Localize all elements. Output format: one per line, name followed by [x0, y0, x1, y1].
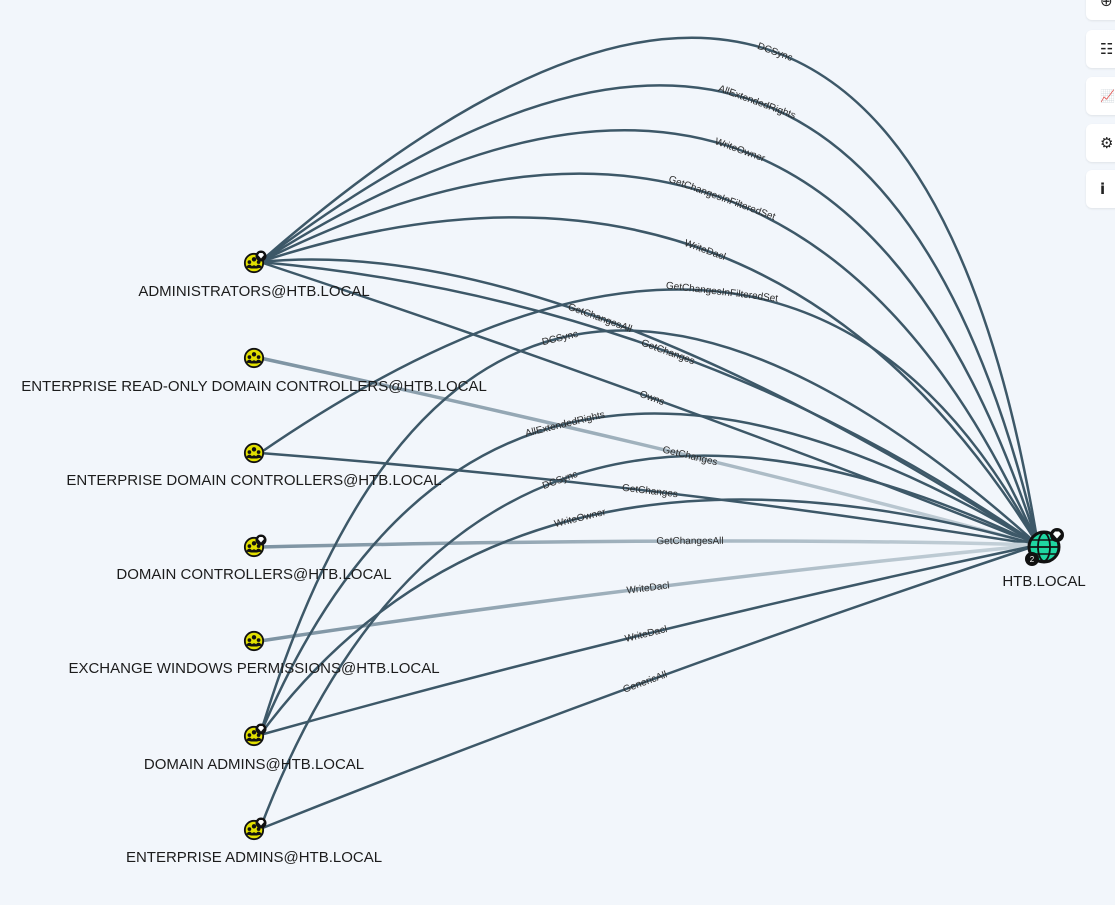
- group-node-exchange-windows-permissions[interactable]: EXCHANGE WINDOWS PERMISSIONS@HTB.LOCAL: [68, 630, 440, 677]
- edge-dcsync[interactable]: [258, 454, 1039, 830]
- node-label: ENTERPRISE READ-ONLY DOMAIN CONTROLLERS@…: [21, 378, 487, 395]
- admin-badge-icon: [255, 250, 267, 262]
- node-label: HTB.LOCAL: [1002, 573, 1085, 590]
- edge-label: DCSync: [756, 41, 794, 64]
- edge-allextendedrights[interactable]: [258, 412, 1039, 736]
- edge-dcsync[interactable]: [258, 329, 1039, 736]
- group-icon: [243, 630, 265, 652]
- edge-label: WriteOwner: [553, 507, 607, 530]
- edge-writedacl[interactable]: [259, 543, 1039, 737]
- edge-label: GetChangesInFilteredSet: [667, 174, 777, 223]
- edge-writeowner[interactable]: [259, 129, 1040, 546]
- domain-node-htb-local[interactable]: 2 HTB.LOCAL: [1002, 528, 1086, 590]
- upload-icon: ⊕: [1100, 0, 1113, 10]
- edge-genericall[interactable]: [259, 543, 1039, 831]
- checklist-icon: ☷: [1100, 40, 1114, 58]
- edge-label: GetChanges: [621, 483, 678, 501]
- group-icon: [243, 442, 265, 464]
- toolbar-button[interactable]: 📈: [1086, 77, 1115, 115]
- group-node-administrators[interactable]: ADMINISTRATORS@HTB.LOCAL: [138, 250, 370, 301]
- edge-getchanges[interactable]: [259, 260, 1039, 547]
- count-badge: 2: [1025, 552, 1039, 566]
- group-node-enterprise-admins[interactable]: ENTERPRISE ADMINS@HTB.LOCAL: [126, 817, 382, 867]
- admin-badge-icon: [255, 723, 267, 735]
- svg-text:2: 2: [1030, 555, 1035, 564]
- edge-label: WriteDacl: [624, 624, 669, 645]
- edge-label: Owns: [638, 389, 666, 408]
- node-label: DOMAIN CONTROLLERS@HTB.LOCAL: [116, 566, 391, 583]
- node-label: DOMAIN ADMINS@HTB.LOCAL: [144, 756, 364, 773]
- group-node-edc[interactable]: ENTERPRISE DOMAIN CONTROLLERS@HTB.LOCAL: [66, 442, 442, 489]
- group-node-domain-admins[interactable]: DOMAIN ADMINS@HTB.LOCAL: [144, 723, 364, 774]
- edge-writedacl[interactable]: [259, 216, 1040, 546]
- node-label: EXCHANGE WINDOWS PERMISSIONS@HTB.LOCAL: [68, 660, 439, 677]
- edge-getchangesall[interactable]: [259, 539, 1039, 549]
- group-node-domain-controllers[interactable]: DOMAIN CONTROLLERS@HTB.LOCAL: [116, 534, 392, 584]
- admin-badge-icon: [255, 817, 267, 829]
- edge-label: GetChangesAll: [656, 536, 723, 547]
- chart-icon: 📈: [1100, 89, 1115, 103]
- edge-label: WriteDacl: [626, 580, 670, 596]
- edge-getchangesinfilteredset[interactable]: [259, 172, 1040, 546]
- edge-writeowner[interactable]: [258, 498, 1039, 736]
- edge-label: AllExtendedRights: [524, 409, 606, 439]
- edge-label: GetChanges: [661, 445, 718, 469]
- edge-label: GetChangesInFilteredSet: [665, 280, 779, 304]
- group-node-erodc[interactable]: ENTERPRISE READ-ONLY DOMAIN CONTROLLERS@…: [21, 347, 487, 395]
- admin-badge-icon: [1050, 528, 1064, 542]
- toolbar-button[interactable]: ⊕: [1086, 0, 1115, 20]
- toolbar-button[interactable]: i: [1086, 170, 1115, 208]
- edges-layer: [258, 36, 1040, 831]
- group-icon: [243, 347, 265, 369]
- node-label: ENTERPRISE ADMINS@HTB.LOCAL: [126, 849, 382, 866]
- node-label: ADMINISTRATORS@HTB.LOCAL: [138, 283, 369, 300]
- node-label: ENTERPRISE DOMAIN CONTROLLERS@HTB.LOCAL: [66, 472, 441, 489]
- edge-label: WriteOwner: [713, 136, 767, 165]
- edge-label: DCSync: [541, 469, 579, 492]
- settings-icon: ⚙: [1100, 134, 1114, 152]
- admin-badge-icon: [255, 534, 267, 546]
- edge-getchangesinfilteredset[interactable]: [259, 288, 1040, 546]
- edge-allextendedrights[interactable]: [259, 84, 1040, 546]
- edge-getchangesall[interactable]: [259, 258, 1039, 547]
- edge-label: DCSync: [541, 329, 579, 348]
- edge-label: AllExtendedRights: [717, 83, 798, 121]
- edge-label: WriteDacl: [683, 238, 727, 263]
- toolbar-button[interactable]: ☷: [1086, 30, 1115, 68]
- edge-getchanges[interactable]: [259, 451, 1039, 547]
- info-icon: i: [1100, 180, 1106, 198]
- toolbar-button[interactable]: ⚙: [1086, 124, 1115, 162]
- edge-dcsync[interactable]: [259, 36, 1040, 546]
- edge-owns[interactable]: [259, 260, 1039, 547]
- edge-label: GenericAll: [622, 669, 669, 695]
